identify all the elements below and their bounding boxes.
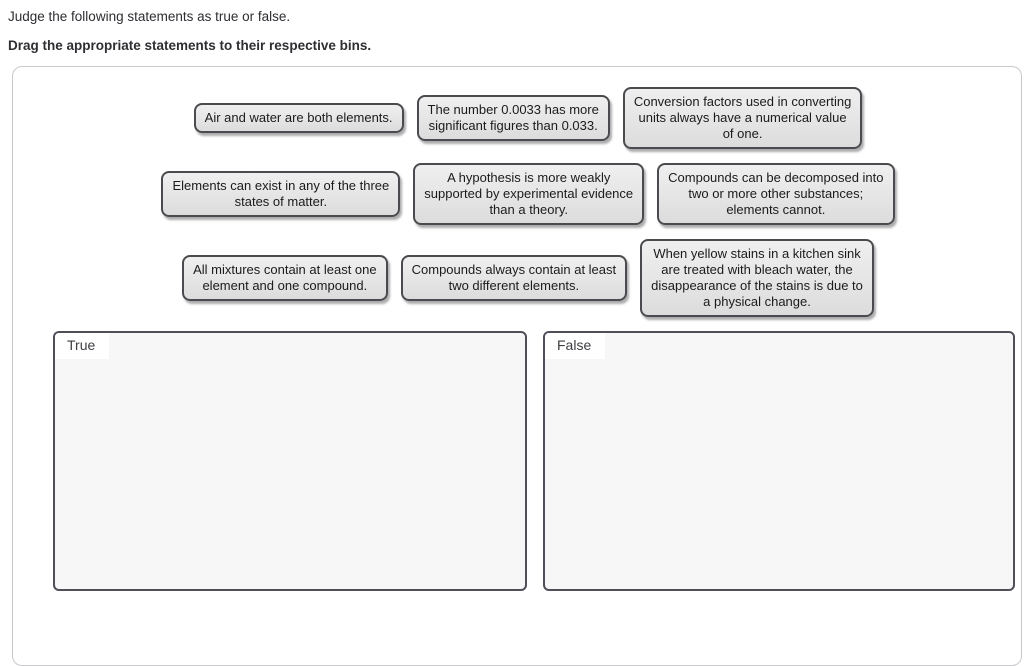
statement-card[interactable]: A hypothesis is more weakly supported by… — [413, 163, 645, 225]
statement-card[interactable]: Air and water are both elements. — [193, 103, 404, 133]
bin-true-label: True — [55, 333, 110, 359]
statement-pool: Air and water are both elements. The num… — [35, 87, 1021, 317]
statement-card[interactable]: The number 0.0033 has more significant f… — [416, 95, 610, 141]
statement-row-2: Elements can exist in any of the three s… — [35, 163, 1021, 225]
statement-row-3: All mixtures contain at least one elemen… — [35, 239, 1021, 317]
statement-card[interactable]: All mixtures contain at least one elemen… — [182, 255, 388, 301]
instruction-text: Judge the following statements as true o… — [8, 9, 291, 24]
statement-card[interactable]: When yellow stains in a kitchen sink are… — [640, 239, 874, 317]
statement-card[interactable]: Compounds can be decomposed into two or … — [657, 163, 895, 225]
drag-drop-panel: Air and water are both elements. The num… — [12, 66, 1022, 666]
statement-card[interactable]: Elements can exist in any of the three s… — [161, 171, 401, 217]
bin-true[interactable]: True — [53, 331, 527, 591]
bin-false[interactable]: False — [543, 331, 1015, 591]
bin-false-label: False — [545, 333, 606, 359]
bins-row: True False — [53, 331, 1021, 591]
statement-card[interactable]: Compounds always contain at least two di… — [400, 255, 628, 301]
statement-row-1: Air and water are both elements. The num… — [35, 87, 1021, 149]
statement-card[interactable]: Conversion factors used in converting un… — [622, 87, 863, 149]
drag-instruction-text: Drag the appropriate statements to their… — [8, 38, 372, 53]
